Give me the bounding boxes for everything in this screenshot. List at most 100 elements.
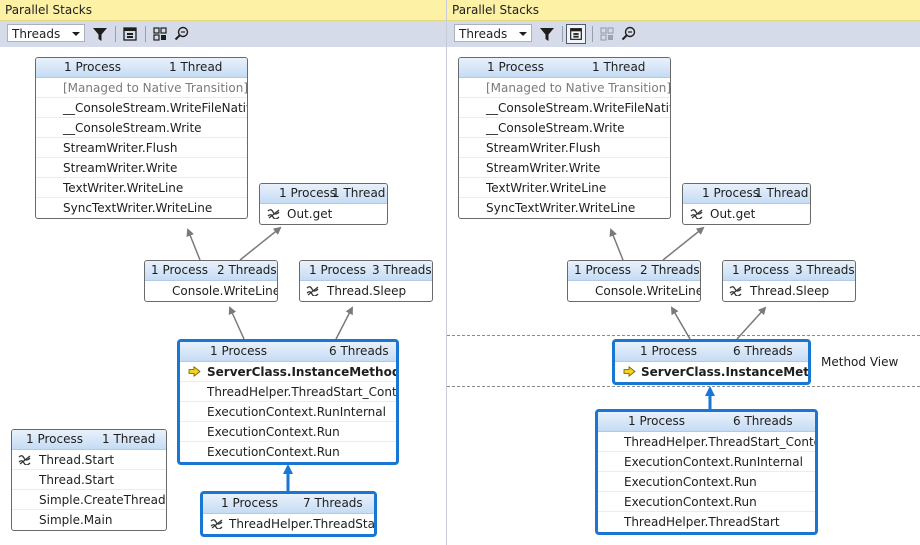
- process-count: 1 Process: [151, 263, 208, 277]
- auto-scroll-button[interactable]: [150, 24, 170, 44]
- stack-node[interactable]: 1 Process 1 Thread Out.get: [259, 183, 388, 225]
- node-header: 1 Process 3 Threads: [300, 261, 432, 281]
- stack-frame[interactable]: Thread.Start: [12, 450, 166, 470]
- stack-node[interactable]: 1 Process 1 Thread [Managed to Native Tr…: [458, 57, 671, 219]
- stack-frame[interactable]: Thread.Sleep: [300, 281, 432, 301]
- thread-count: 1 Thread: [102, 432, 156, 446]
- filter-button[interactable]: [537, 24, 557, 44]
- auto-scroll-button[interactable]: [597, 24, 617, 44]
- stack-frame[interactable]: ExecutionContext.RunInternal: [598, 452, 815, 472]
- stack-diagram-canvas[interactable]: 1 Process 1 Thread [Managed to Native Tr…: [0, 47, 446, 545]
- toolbar: Threads: [0, 21, 446, 47]
- method-view-label: Method View: [821, 355, 899, 369]
- stack-frame[interactable]: Out.get: [683, 204, 810, 224]
- frame-label: [Managed to Native Transition]: [63, 81, 248, 95]
- stack-frame[interactable]: StreamWriter.Flush: [459, 138, 670, 158]
- frame-label: ThreadHelper.ThreadStart_Context: [207, 385, 399, 399]
- stack-node[interactable]: 1 Process 1 Thread [Managed to Native Tr…: [35, 57, 248, 219]
- stack-frame[interactable]: ThreadHelper.ThreadStart: [598, 512, 815, 532]
- stack-frame[interactable]: ExecutionContext.Run: [180, 422, 396, 442]
- stack-frame[interactable]: Simple.Main: [12, 510, 166, 530]
- stack-frame[interactable]: SyncTextWriter.WriteLine: [36, 198, 247, 218]
- zoom-button[interactable]: [172, 24, 192, 44]
- stack-frame[interactable]: Simple.CreateThreads: [12, 490, 166, 510]
- arrow-method-to-console: [670, 306, 691, 340]
- stack-frame[interactable]: Thread.Sleep: [723, 281, 855, 301]
- stack-node-callers[interactable]: 1 Process 6 Threads ThreadHelper.ThreadS…: [595, 409, 818, 535]
- node-header: 1 Process 2 Threads: [568, 261, 700, 281]
- stack-frame[interactable]: ExecutionContext.Run: [598, 492, 815, 512]
- toggle-method-view-icon: [570, 28, 582, 40]
- stack-frame[interactable]: ExecutionContext.RunInternal: [180, 402, 396, 422]
- window-title: Parallel Stacks: [5, 3, 93, 17]
- stack-diagram-canvas[interactable]: Method View 1 Process 1 Thread [Man: [447, 47, 920, 545]
- stack-frame-current[interactable]: ServerClass.InstanceMethod: [180, 362, 396, 382]
- stack-frame[interactable]: __ConsoleStream.Write: [459, 118, 670, 138]
- stack-node-current[interactable]: 1 Process 7 Threads ThreadHelper.ThreadS…: [200, 491, 377, 537]
- stack-frame[interactable]: [Managed to Native Transition]: [36, 78, 247, 98]
- thread-count: 1 Thread: [755, 186, 809, 200]
- thread-count: 3 Threads: [372, 263, 432, 277]
- thread-switch-icon: [210, 519, 223, 529]
- stack-node[interactable]: 1 Process 2 Threads Console.WriteLine: [567, 260, 701, 302]
- stack-frame[interactable]: Console.WriteLine: [145, 281, 277, 301]
- stack-frame[interactable]: StreamWriter.Write: [36, 158, 247, 178]
- stack-frame[interactable]: Out.get: [260, 204, 387, 224]
- stack-frame[interactable]: [Managed to Native Transition]: [459, 78, 670, 98]
- parallel-stacks-window-right: Parallel Stacks Threads: [447, 0, 920, 545]
- view-select[interactable]: Threads: [454, 24, 532, 42]
- zoom-button[interactable]: [619, 24, 639, 44]
- stack-node-method[interactable]: 1 Process 6 Threads ServerClass.Instance…: [612, 339, 811, 385]
- stack-frame[interactable]: SyncTextWriter.WriteLine: [459, 198, 670, 218]
- node-header: 1 Process 2 Threads: [145, 261, 277, 281]
- process-count: 1 Process: [210, 344, 267, 358]
- current-frame-arrow-icon: [623, 366, 636, 377]
- frame-label: ThreadHelper.ThreadStart: [229, 517, 377, 531]
- stack-frame[interactable]: ExecutionContext.Run: [180, 442, 396, 462]
- stack-frame-current[interactable]: ServerClass.InstanceMethod: [615, 362, 808, 382]
- filter-button[interactable]: [90, 24, 110, 44]
- frame-label: SyncTextWriter.WriteLine: [486, 201, 636, 215]
- arrow-server-to-console: [228, 306, 245, 340]
- stack-node[interactable]: 1 Process 1 Thread Out.get: [682, 183, 811, 225]
- process-count: 1 Process: [574, 263, 631, 277]
- stack-frame[interactable]: Thread.Start: [12, 470, 166, 490]
- window-title: Parallel Stacks: [452, 3, 540, 17]
- stack-frame[interactable]: StreamWriter.Flush: [36, 138, 247, 158]
- stack-frame[interactable]: StreamWriter.Write: [459, 158, 670, 178]
- process-count: 1 Process: [309, 263, 366, 277]
- frame-label: TextWriter.WriteLine: [486, 181, 607, 195]
- toolbar: Threads: [447, 21, 920, 47]
- window-title-bar[interactable]: Parallel Stacks: [0, 0, 446, 21]
- thread-count: 1 Thread: [169, 60, 223, 74]
- stack-node[interactable]: 1 Process 3 Threads Thread.Sleep: [722, 260, 856, 302]
- stack-frame[interactable]: __ConsoleStream.WriteFileNative: [36, 98, 247, 118]
- stack-node-current[interactable]: 1 Process 6 Threads ServerClass.Instance…: [177, 339, 399, 465]
- stack-node[interactable]: 1 Process 1 Thread Thread.Start Thread.S…: [11, 429, 167, 531]
- stack-frame[interactable]: __ConsoleStream.WriteFileNative: [459, 98, 670, 118]
- frame-label: Simple.Main: [39, 513, 113, 527]
- stack-frame[interactable]: __ConsoleStream.Write: [36, 118, 247, 138]
- frame-label: __ConsoleStream.WriteFileNative: [486, 101, 671, 115]
- toggle-method-view-button[interactable]: [120, 24, 140, 44]
- stack-frame[interactable]: TextWriter.WriteLine: [459, 178, 670, 198]
- frame-label: StreamWriter.Write: [63, 161, 178, 175]
- window-title-bar[interactable]: Parallel Stacks: [447, 0, 920, 21]
- stack-frame[interactable]: ExecutionContext.Run: [598, 472, 815, 492]
- stack-frame[interactable]: ThreadHelper.ThreadStart: [203, 514, 374, 534]
- view-select[interactable]: Threads: [7, 24, 85, 42]
- toggle-method-view-button[interactable]: [566, 24, 586, 44]
- stack-frame[interactable]: Console.WriteLine: [568, 281, 700, 301]
- thread-switch-icon: [306, 286, 319, 296]
- thread-count: 1 Thread: [332, 186, 386, 200]
- stack-frame[interactable]: TextWriter.WriteLine: [36, 178, 247, 198]
- frame-label: ServerClass.InstanceMethod: [207, 365, 399, 379]
- stack-frame[interactable]: ThreadHelper.ThreadStart_Context: [598, 432, 815, 452]
- stack-frame[interactable]: ThreadHelper.ThreadStart_Context: [180, 382, 396, 402]
- stack-node[interactable]: 1 Process 3 Threads Thread.Sleep: [299, 260, 433, 302]
- process-count: 1 Process: [221, 496, 278, 510]
- frame-label: StreamWriter.Flush: [63, 141, 178, 155]
- arrow-console-to-top: [186, 228, 201, 261]
- node-header: 1 Process 1 Thread: [683, 184, 810, 204]
- stack-node[interactable]: 1 Process 2 Threads Console.WriteLine: [144, 260, 278, 302]
